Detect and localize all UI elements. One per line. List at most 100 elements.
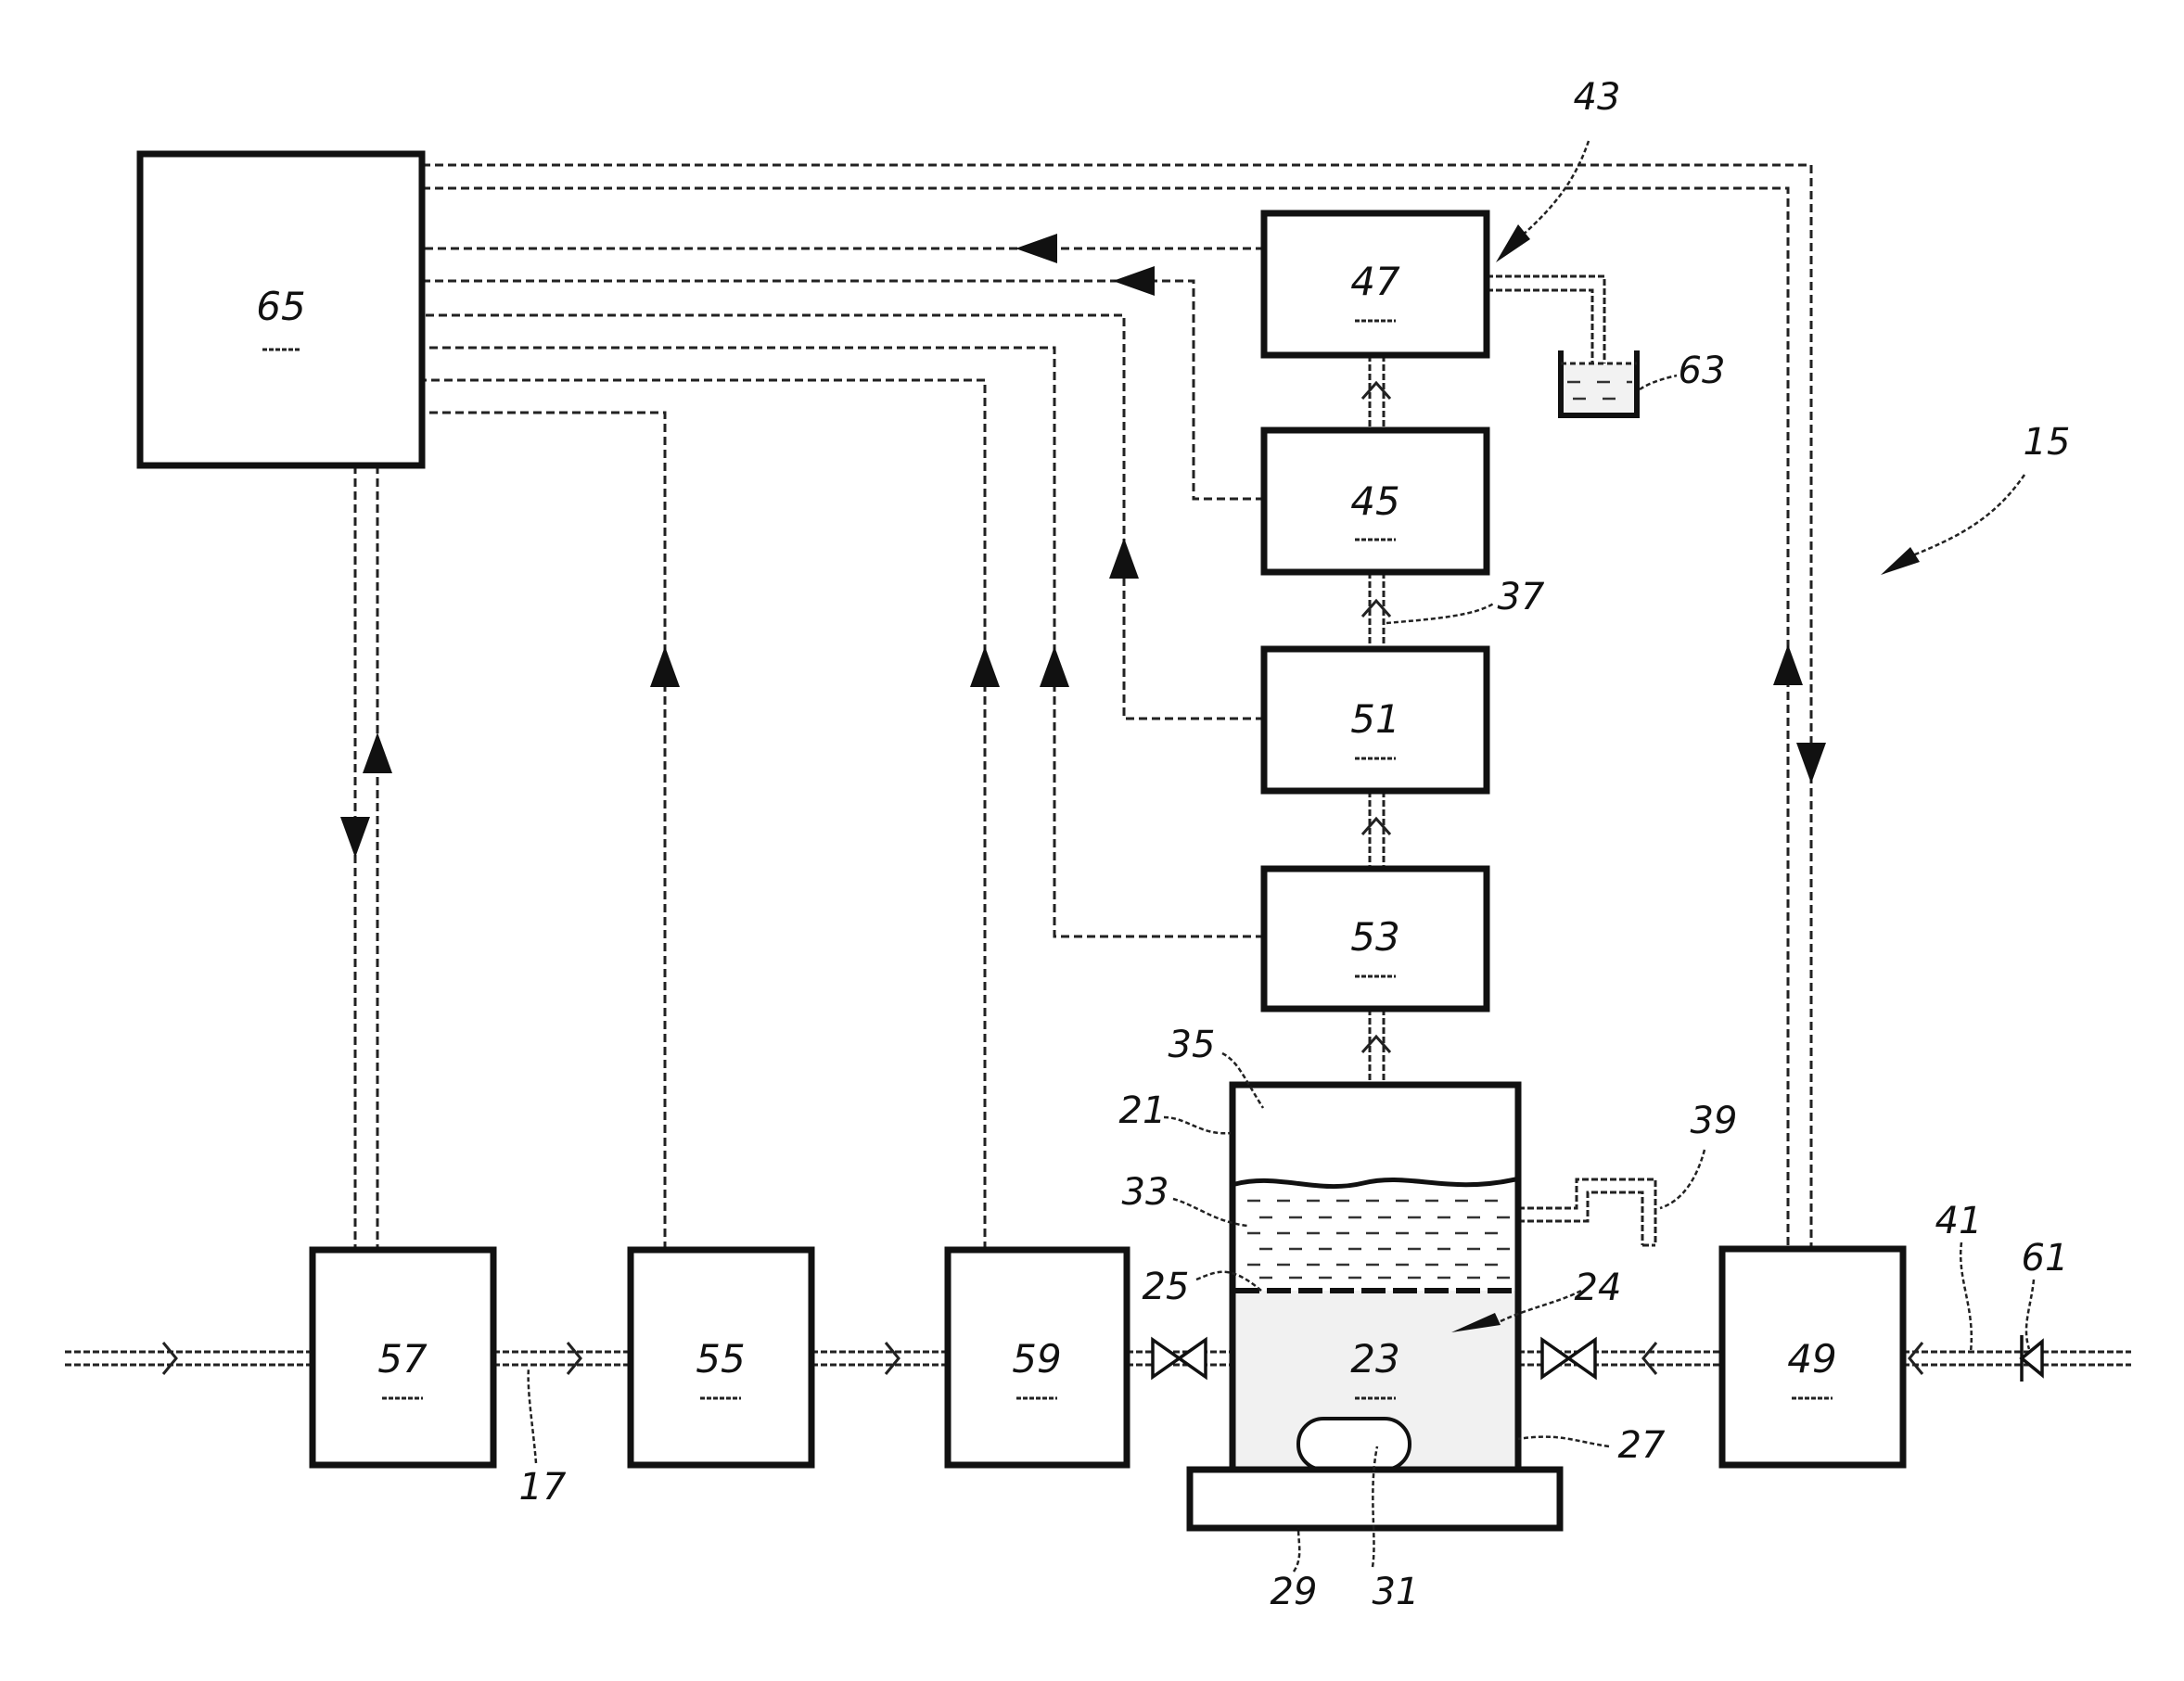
block-45[interactable]: 45 <box>1260 427 1490 576</box>
signal-line-49-inner <box>422 186 1790 1249</box>
label-31: 31 <box>1373 1571 1420 1613</box>
block-47-ref: 47 <box>1350 259 1400 304</box>
flow-chevron-41 <box>1908 1342 1924 1375</box>
controller-ref: 65 <box>256 284 305 329</box>
leader-37 <box>1386 601 1496 625</box>
stirrer-base[interactable] <box>1186 1466 1564 1532</box>
label-15: 15 <box>2024 421 2071 464</box>
arrowhead-signal-53 <box>1040 646 1069 687</box>
signal-line-55 <box>422 411 667 1250</box>
block-47[interactable]: 47 <box>1260 210 1490 359</box>
valve-inlet-body[interactable] <box>1151 1336 1207 1381</box>
overflow-pipe-outer <box>1518 1178 1657 1245</box>
leader-15 <box>1909 474 2026 558</box>
block-49[interactable]: 49 <box>1718 1245 1907 1469</box>
flow-chevron-49 <box>1641 1342 1658 1375</box>
arrowhead-43 <box>1496 224 1530 262</box>
block-controller[interactable]: 65 <box>136 150 426 469</box>
label-35: 35 <box>1169 1024 1216 1066</box>
overflow-pipe-inner <box>1518 1191 1644 1245</box>
leader-63 <box>1639 374 1678 391</box>
flow-chevron-gas-2 <box>1360 816 1392 835</box>
block-45-box[interactable] <box>1260 427 1490 576</box>
label-33: 33 <box>1122 1171 1169 1214</box>
leader-35 <box>1221 1051 1265 1109</box>
leader-27 <box>1517 1435 1610 1448</box>
leader-24 <box>1500 1289 1582 1323</box>
block-51[interactable]: 51 <box>1260 645 1490 795</box>
block-57-ref: 57 <box>377 1336 428 1382</box>
collector-vessel <box>1558 350 1640 418</box>
block-55-ref: 55 <box>696 1336 745 1382</box>
arrowhead-signal-49-up <box>1773 644 1803 685</box>
block-51-ref: 51 <box>1350 696 1399 742</box>
signal-lines <box>340 163 1826 1250</box>
check-valve-61[interactable] <box>2019 1335 2044 1382</box>
block-53[interactable]: 53 <box>1260 865 1490 1012</box>
leader-39 <box>1659 1149 1706 1210</box>
label-63: 63 <box>1679 350 1726 392</box>
block-57[interactable]: 57 <box>309 1246 497 1469</box>
block-55[interactable]: 55 <box>627 1246 815 1469</box>
signal-line-45 <box>422 279 1264 501</box>
block-55-box[interactable] <box>627 1246 815 1469</box>
block-59-ref: 59 <box>1012 1336 1061 1382</box>
label-29: 29 <box>1271 1571 1318 1613</box>
collector-liquid <box>1561 363 1637 415</box>
reactor-vessel: 23 <box>1186 1081 1582 1532</box>
label-37: 37 <box>1498 576 1545 618</box>
flow-chevron-17 <box>566 1342 582 1375</box>
leader-41 <box>1959 1242 1973 1353</box>
controller-box[interactable] <box>136 150 426 469</box>
arrowhead-signal-57-up <box>363 732 392 773</box>
valve-return[interactable] <box>1540 1336 1597 1381</box>
block-59[interactable]: 59 <box>944 1246 1130 1469</box>
label-24: 24 <box>1575 1267 1622 1309</box>
label-41: 41 <box>1935 1200 1983 1242</box>
block-53-box[interactable] <box>1260 865 1490 1012</box>
arrowhead-bed-24 <box>1451 1313 1501 1332</box>
collector-63 <box>1558 350 1640 418</box>
arrowhead-signal-45 <box>1113 266 1155 296</box>
label-21: 21 <box>1119 1089 1167 1132</box>
label-61: 61 <box>2022 1237 2069 1280</box>
arrowhead-signal-49-down <box>1796 743 1826 783</box>
block-49-box[interactable] <box>1718 1245 1907 1469</box>
valve-inlet[interactable] <box>1151 1336 1207 1381</box>
signal-line-53 <box>422 346 1264 938</box>
label-43: 43 <box>1574 76 1621 119</box>
label-39: 39 <box>1691 1100 1738 1142</box>
arrowhead-signal-51 <box>1109 538 1139 579</box>
label-27: 27 <box>1618 1424 1666 1467</box>
outlet-pipe-47-outer <box>1487 274 1606 377</box>
leader-61 <box>2024 1279 2036 1350</box>
stirrer-bar <box>1296 1417 1411 1471</box>
block-49-ref: 49 <box>1787 1336 1836 1382</box>
block-57-box[interactable] <box>309 1246 497 1469</box>
signal-line-49-outer <box>422 163 1813 1249</box>
flow-chevron-gas-4 <box>1360 380 1392 400</box>
flow-chevron-gas-3 <box>1360 598 1392 618</box>
liquid-surface <box>1234 1177 1516 1190</box>
arrowhead-15 <box>1881 547 1920 575</box>
block-47-box[interactable] <box>1260 210 1490 359</box>
flow-chevron-inlet <box>161 1342 178 1375</box>
leader-43 <box>1520 140 1590 237</box>
leader-17 <box>527 1367 538 1464</box>
flow-chevron-55-59 <box>884 1342 900 1375</box>
check-valve-body[interactable] <box>2019 1338 2044 1379</box>
block-45-ref: 45 <box>1350 478 1399 524</box>
block-51-box[interactable] <box>1260 645 1490 795</box>
arrowhead-signal-57-down <box>340 817 370 858</box>
label-25: 25 <box>1143 1266 1190 1308</box>
arrowhead-signal-55 <box>650 646 680 687</box>
label-17: 17 <box>519 1466 567 1509</box>
arrowhead-signal-47 <box>1015 234 1057 263</box>
block-59-box[interactable] <box>944 1246 1130 1469</box>
signal-line-51 <box>422 313 1264 720</box>
leader-29 <box>1292 1527 1301 1573</box>
flow-chevron-gas-1 <box>1360 1034 1392 1053</box>
valve-return-body[interactable] <box>1540 1336 1597 1381</box>
vessel-wall <box>1229 1081 1522 1470</box>
